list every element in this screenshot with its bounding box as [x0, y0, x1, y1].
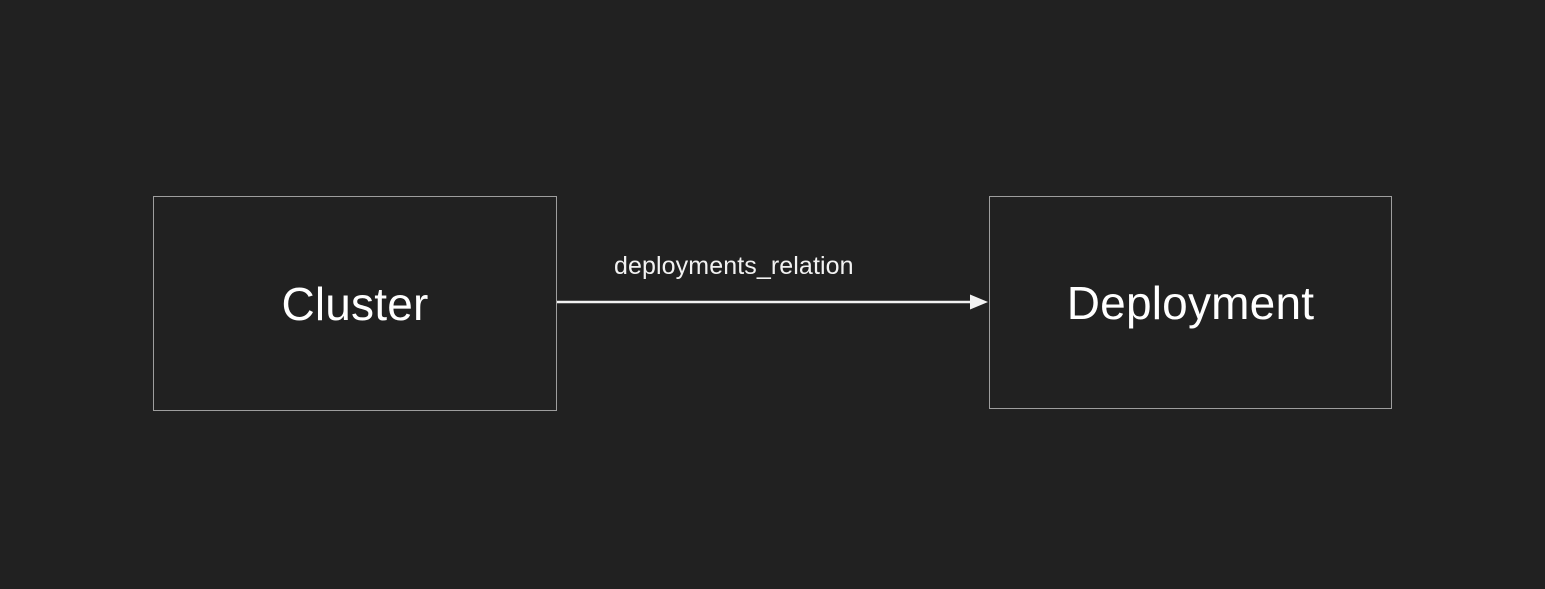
edge-cluster-to-deployment-label[interactable]: deployments_relation — [614, 252, 854, 280]
arrowhead-icon — [970, 294, 988, 310]
entity-node-cluster[interactable]: Cluster — [153, 196, 557, 411]
entity-node-deployment[interactable]: Deployment — [989, 196, 1392, 409]
entity-node-cluster-label: Cluster — [281, 277, 429, 330]
entity-node-deployment-label: Deployment — [1066, 276, 1315, 329]
